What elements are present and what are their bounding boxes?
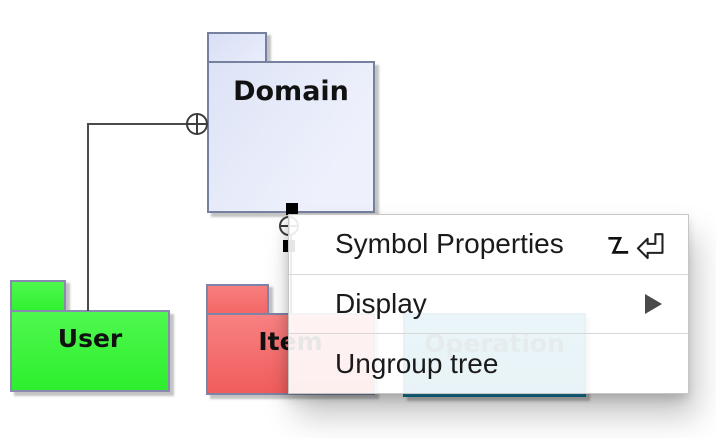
menu-item-label: Symbol Properties bbox=[335, 228, 564, 260]
package-domain-label: Domain bbox=[233, 76, 349, 107]
menu-item-label: Display bbox=[335, 288, 427, 319]
menu-item-ungroup-tree[interactable]: Ungroup tree bbox=[289, 334, 688, 393]
shortcut-option-return bbox=[605, 229, 670, 260]
menu-item-label: Ungroup tree bbox=[335, 347, 499, 379]
containment-crosshair-icon bbox=[186, 113, 208, 135]
package-user[interactable]: User bbox=[10, 310, 170, 392]
package-item-tab[interactable] bbox=[206, 284, 269, 315]
menu-item-display[interactable]: Display bbox=[289, 275, 688, 334]
package-domain[interactable]: Domain bbox=[207, 61, 375, 213]
option-key-icon bbox=[608, 236, 629, 254]
connector-domain-user[interactable] bbox=[87, 123, 207, 311]
menu-separator bbox=[289, 273, 688, 275]
context-menu: Symbol Properties Display Ungroup tree bbox=[288, 214, 689, 394]
submenu-arrow-icon bbox=[645, 294, 662, 314]
package-user-label: User bbox=[57, 324, 123, 353]
menu-item-symbol-properties[interactable]: Symbol Properties bbox=[289, 215, 688, 274]
package-user-tab[interactable] bbox=[10, 280, 66, 312]
menu-separator bbox=[289, 333, 688, 335]
return-key-icon bbox=[636, 232, 664, 259]
selection-handle[interactable] bbox=[286, 203, 298, 215]
package-domain-tab[interactable] bbox=[207, 32, 267, 63]
